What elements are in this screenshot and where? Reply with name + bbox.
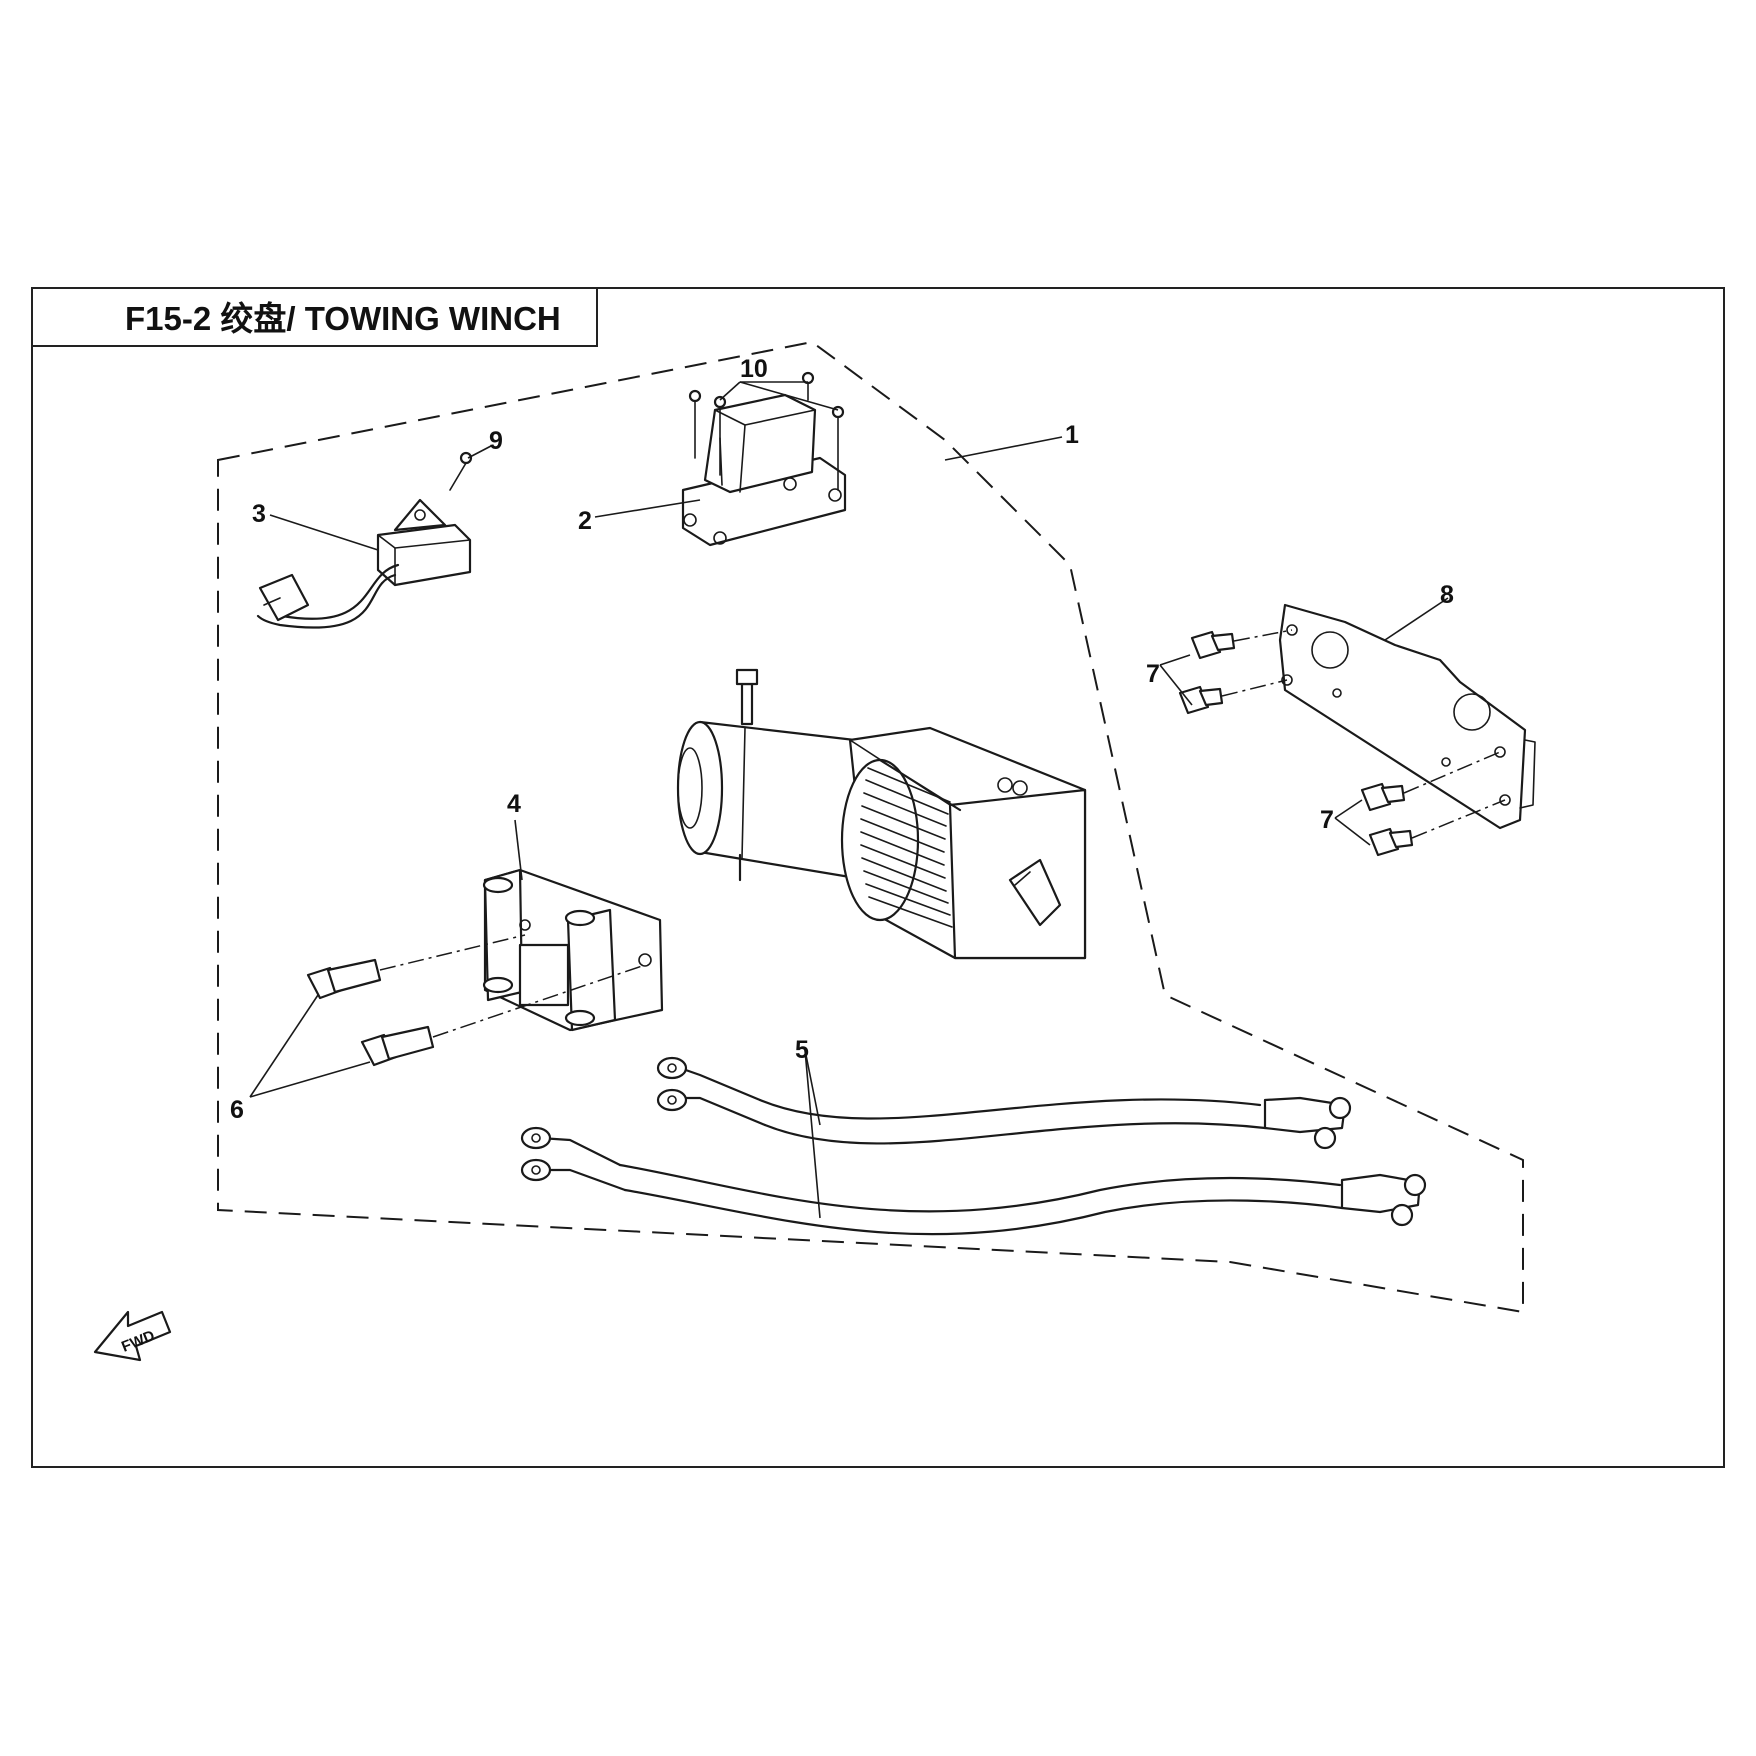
callout-2: 2 [578, 507, 592, 535]
forward-direction-arrow-icon: FWD [93, 1310, 172, 1362]
fairlead-bolts [306, 934, 646, 1067]
control-box-screws [688, 371, 845, 491]
roller-fairlead [482, 868, 664, 1032]
mounting-plate [1278, 603, 1536, 830]
switch-screw [449, 451, 473, 491]
callout-6: 6 [230, 1096, 244, 1124]
drawing-frame [31, 287, 1725, 1468]
callout-10: 10 [740, 355, 768, 383]
callout-1: 1 [1065, 421, 1079, 449]
callout-5: 5 [795, 1036, 809, 1064]
callout-9: 9 [489, 427, 503, 455]
control-box [681, 393, 847, 547]
page-title: F15-2 绞盘/ TOWING WINCH [125, 300, 561, 337]
callout-7b: 7 [1320, 806, 1334, 834]
callout-3: 3 [252, 500, 266, 528]
remote-switch [256, 498, 472, 629]
title-block [31, 287, 598, 347]
leader-lines [249, 381, 1449, 1219]
plate-bolts [1178, 629, 1506, 857]
callout-8: 8 [1440, 581, 1454, 609]
power-cables [520, 1056, 1427, 1236]
callout-7a: 7 [1146, 660, 1160, 688]
assembly-boundary [217, 340, 1524, 1314]
callout-4: 4 [507, 790, 521, 818]
winch-assembly [676, 668, 1087, 960]
